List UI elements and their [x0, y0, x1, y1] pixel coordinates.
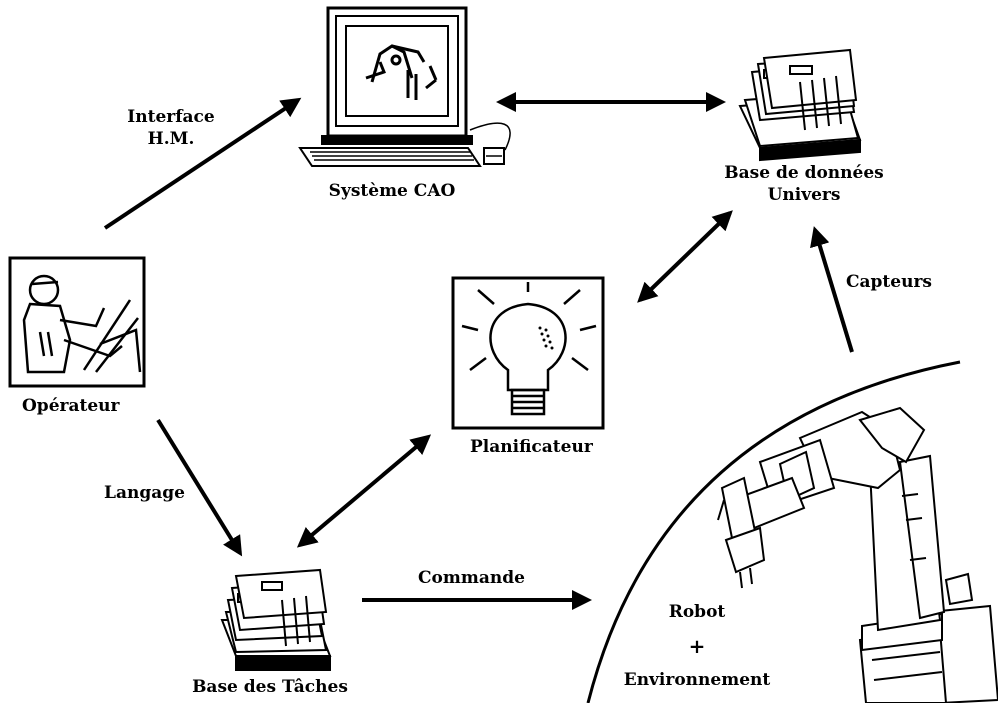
node-label-world-database-line2: Univers [767, 185, 841, 205]
language-arrow [156, 418, 243, 557]
sensors-arrow [810, 226, 854, 353]
edge-label-language: Langage [104, 483, 185, 503]
node-label-robot-line3: Environnement [623, 670, 771, 690]
task-planner-arrow [296, 434, 432, 548]
node-label-planner: Planificateur [470, 437, 593, 457]
robot-environment-boundary [586, 360, 961, 703]
card-file-icon [738, 48, 862, 162]
node-label-cad-system: Système CAO [328, 181, 456, 201]
edge-label-interface-line1: Interface [127, 107, 215, 127]
edge-label-command: Commande [418, 568, 525, 588]
edge-label-interface: Interface H.M. [116, 106, 226, 150]
node-label-world-database: Base de données Univers [700, 162, 908, 206]
node-label-task-database: Base des Tâches [192, 677, 348, 697]
card-file-icon [220, 568, 332, 671]
node-label-operator: Opérateur [22, 396, 120, 416]
interface-arrow [103, 97, 302, 230]
edge-label-interface-line2: H.M. [147, 129, 195, 149]
computer-icon [298, 6, 511, 167]
edge-label-sensors: Capteurs [846, 272, 932, 292]
operator-icon [8, 256, 146, 388]
node-label-robot-environment: Robot + Environnement [612, 601, 782, 691]
node-label-robot-line1: Robot [668, 602, 726, 622]
node-label-world-database-line1: Base de données [724, 163, 884, 183]
node-label-robot-line2: + [688, 634, 706, 658]
database-planner-arrow [637, 210, 733, 303]
robot-arm-icon [717, 406, 998, 703]
lightbulb-icon [451, 276, 605, 430]
